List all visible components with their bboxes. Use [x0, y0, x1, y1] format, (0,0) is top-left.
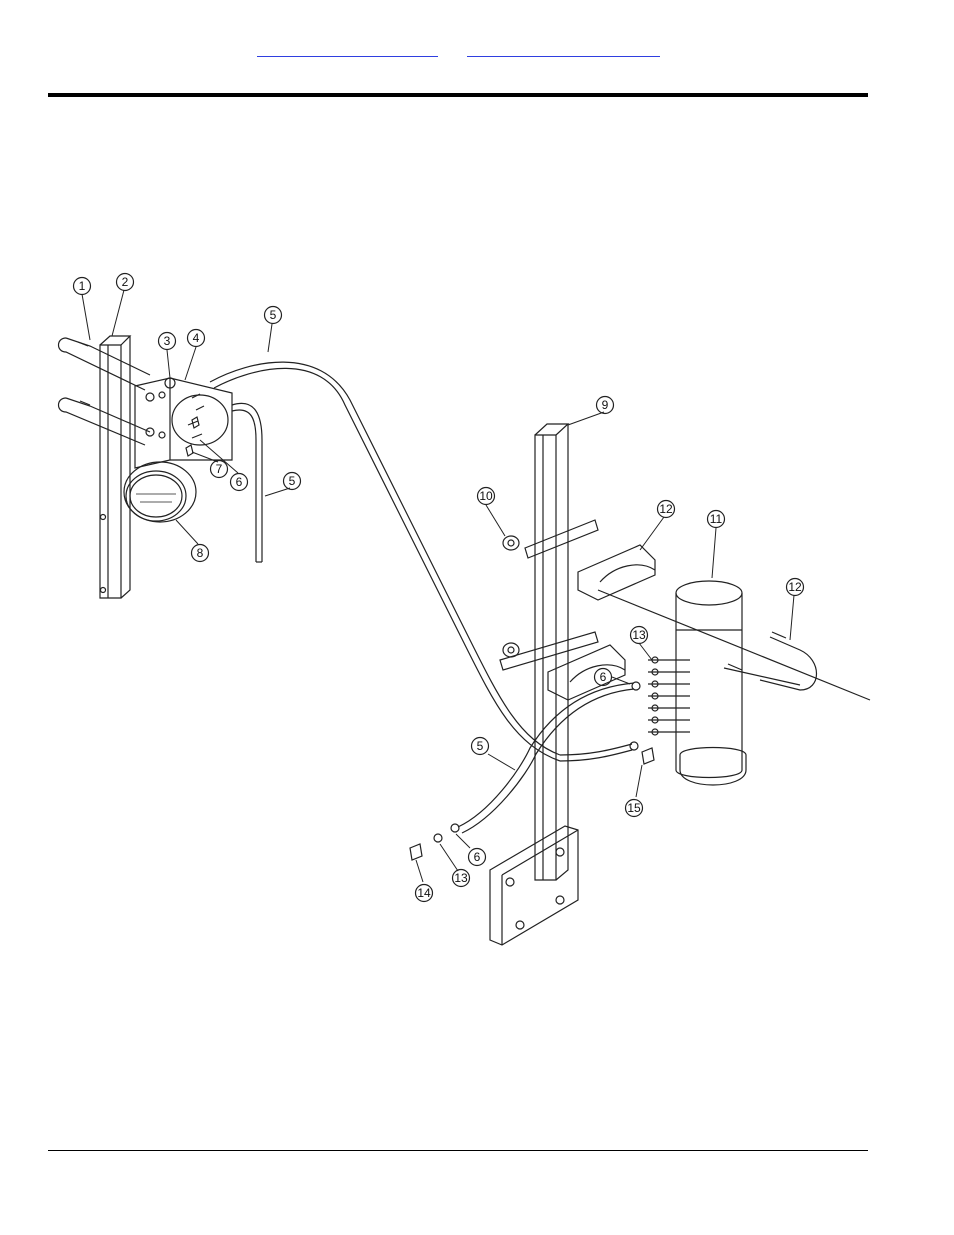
callout-6-lower: 6: [469, 849, 486, 866]
callout-5-lower: 5: [472, 738, 489, 755]
callout-6-manifold: 6: [595, 669, 612, 686]
svg-text:5: 5: [289, 474, 296, 488]
callout-13-manifold: 13: [631, 627, 648, 644]
svg-text:5: 5: [270, 308, 277, 322]
callout-12-top: 12: [658, 501, 675, 518]
pressure-gauge: [124, 462, 196, 522]
svg-text:9: 9: [602, 398, 609, 412]
svg-text:11: 11: [710, 512, 723, 526]
callout-10: 10: [478, 488, 495, 505]
svg-text:5: 5: [477, 739, 484, 753]
callout-1: 1: [74, 278, 91, 295]
washers: [503, 536, 519, 657]
u-bolts: [59, 338, 151, 445]
svg-text:14: 14: [417, 886, 431, 900]
callout-7: 7: [211, 461, 228, 478]
callout-12-right: 12: [787, 579, 804, 596]
leader-lines: [82, 290, 794, 882]
svg-text:7: 7: [216, 462, 223, 476]
callout-5-drop: 5: [284, 473, 301, 490]
callout-4: 4: [188, 330, 205, 347]
tank: [676, 581, 746, 785]
svg-text:6: 6: [600, 670, 607, 684]
svg-text:13: 13: [632, 628, 646, 642]
svg-text:2: 2: [122, 275, 129, 289]
svg-text:1: 1: [79, 279, 86, 293]
svg-text:13: 13: [454, 871, 468, 885]
callout-13-lower: 13: [453, 870, 470, 887]
svg-text:10: 10: [479, 489, 493, 503]
svg-text:3: 3: [164, 334, 171, 348]
callout-11: 11: [708, 511, 725, 528]
callout-8: 8: [192, 545, 209, 562]
svg-text:6: 6: [474, 850, 481, 864]
callout-14: 14: [416, 885, 433, 902]
callout-9: 9: [597, 397, 614, 414]
hose-lower: [458, 683, 634, 833]
svg-text:12: 12: [659, 502, 673, 516]
callout-15: 15: [626, 800, 643, 817]
base-plate: [490, 826, 578, 945]
callouts: 1 2 3 4 5 5 5 6 6 6 7 8 9 10 11 12 12 13…: [74, 274, 804, 902]
hose-main: [210, 362, 632, 761]
svg-text:6: 6: [236, 475, 243, 489]
footer-rule: [48, 1150, 868, 1151]
svg-text:8: 8: [197, 546, 204, 560]
manifold-fittings: [648, 657, 690, 735]
callout-5-top: 5: [265, 307, 282, 324]
callout-2: 2: [117, 274, 134, 291]
svg-text:15: 15: [627, 801, 641, 815]
svg-text:12: 12: [788, 580, 802, 594]
svg-text:4: 4: [193, 331, 200, 345]
callout-6-left: 6: [231, 474, 248, 491]
right-u-bolt: [724, 632, 817, 690]
callout-3: 3: [159, 333, 176, 350]
